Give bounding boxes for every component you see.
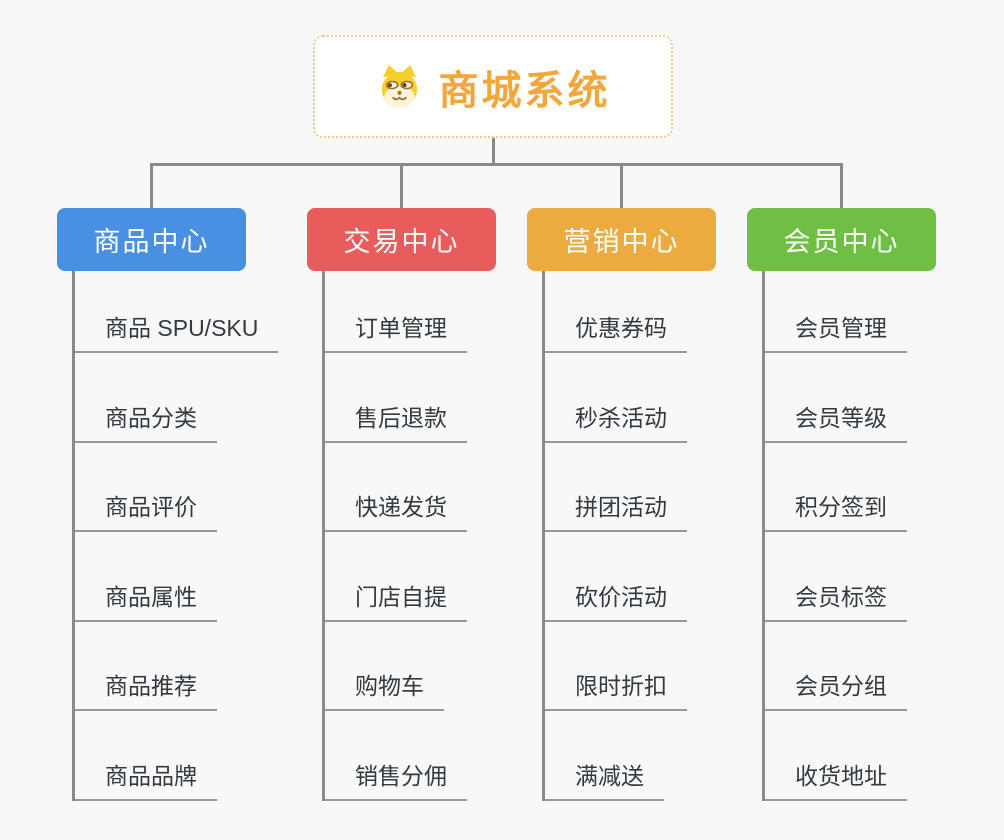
leaf-node[interactable]: 拼团活动 xyxy=(545,443,687,533)
leaf-column-trade: 订单管理 售后退款 快递发货 门店自提 购物车 销售分佣 xyxy=(322,271,467,801)
branch-node-trade[interactable]: 交易中心 xyxy=(307,208,496,271)
leaf-node[interactable]: 满减送 xyxy=(545,711,687,801)
leaf-node[interactable]: 秒杀活动 xyxy=(545,353,687,443)
leaf-node[interactable]: 购物车 xyxy=(325,622,467,712)
leaf-node[interactable]: 商品品牌 xyxy=(75,711,278,801)
root-node[interactable]: 商城系统 xyxy=(313,35,673,138)
root-title: 商城系统 xyxy=(438,68,611,113)
connector-drop-1 xyxy=(150,163,153,208)
branch-node-marketing[interactable]: 营销中心 xyxy=(527,208,716,271)
leaf-node[interactable]: 优惠券码 xyxy=(545,271,687,353)
branch-node-product[interactable]: 商品中心 xyxy=(57,208,246,271)
branch-label: 交易中心 xyxy=(343,227,460,257)
leaf-column-member: 会员管理 会员等级 积分签到 会员标签 会员分组 收货地址 xyxy=(762,271,907,801)
leaf-node[interactable]: 砍价活动 xyxy=(545,532,687,622)
doge-icon xyxy=(381,64,417,109)
branch-node-member[interactable]: 会员中心 xyxy=(747,208,936,271)
leaf-node[interactable]: 订单管理 xyxy=(325,271,467,353)
connector-bus xyxy=(150,163,843,166)
connector-drop-2 xyxy=(400,163,403,208)
leaf-node[interactable]: 门店自提 xyxy=(325,532,467,622)
leaf-node[interactable]: 商品分类 xyxy=(75,353,278,443)
leaf-node[interactable]: 会员管理 xyxy=(765,271,907,353)
leaf-node[interactable]: 售后退款 xyxy=(325,353,467,443)
leaf-node[interactable]: 收货地址 xyxy=(765,711,907,801)
branch-label: 会员中心 xyxy=(783,227,900,257)
leaf-node[interactable]: 商品属性 xyxy=(75,532,278,622)
connector-drop-3 xyxy=(620,163,623,208)
leaf-node[interactable]: 积分签到 xyxy=(765,443,907,533)
leaf-node[interactable]: 会员等级 xyxy=(765,353,907,443)
leaf-node[interactable]: 商品评价 xyxy=(75,443,278,533)
branch-label: 商品中心 xyxy=(93,227,210,257)
leaf-node[interactable]: 商品 SPU/SKU xyxy=(75,271,279,353)
leaf-column-marketing: 优惠券码 秒杀活动 拼团活动 砍价活动 限时折扣 满减送 xyxy=(542,271,687,801)
leaf-node[interactable]: 商品推荐 xyxy=(75,622,278,712)
branch-label: 营销中心 xyxy=(563,227,680,257)
leaf-node[interactable]: 快递发货 xyxy=(325,443,467,533)
leaf-column-product: 商品 SPU/SKU 商品分类 商品评价 商品属性 商品推荐 商品品牌 xyxy=(72,271,279,801)
leaf-node[interactable]: 会员标签 xyxy=(765,532,907,622)
leaf-node[interactable]: 限时折扣 xyxy=(545,622,687,712)
connector-drop-4 xyxy=(840,163,843,208)
leaf-node[interactable]: 销售分佣 xyxy=(325,711,467,801)
connector-root-drop xyxy=(492,138,495,164)
leaf-node[interactable]: 会员分组 xyxy=(765,622,907,712)
